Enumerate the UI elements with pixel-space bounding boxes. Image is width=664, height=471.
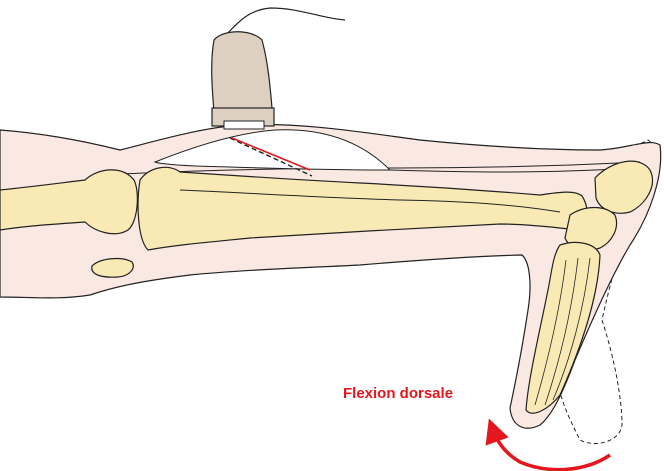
flexion-label: Flexion dorsale xyxy=(343,385,453,402)
ultrasound-probe xyxy=(212,32,272,112)
patella-bone xyxy=(92,259,133,278)
curved-arrow-icon xyxy=(493,430,610,470)
probe-footprint xyxy=(224,121,264,129)
probe-cable xyxy=(227,8,345,34)
